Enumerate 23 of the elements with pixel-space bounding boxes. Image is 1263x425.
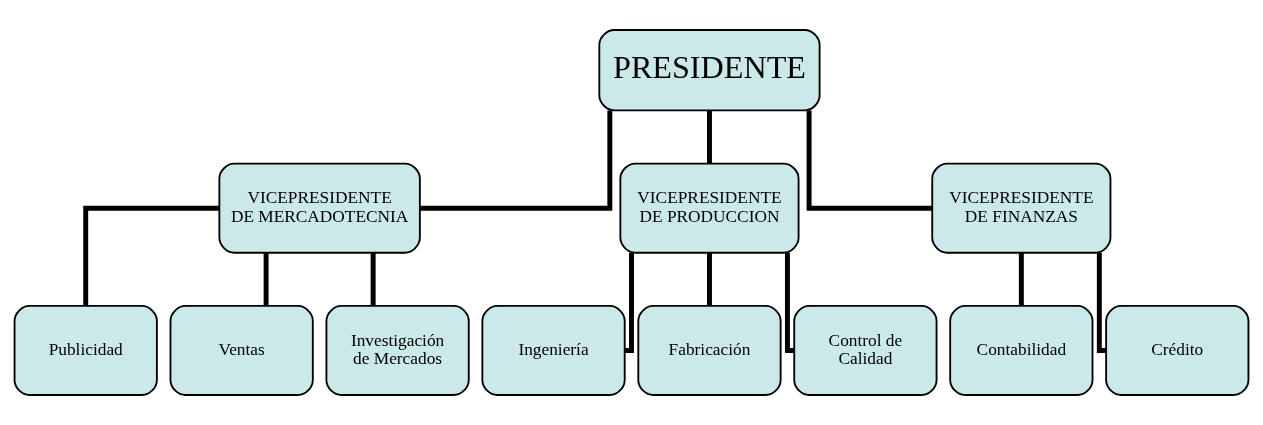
node-box: Publicidad bbox=[13, 305, 158, 396]
node-box: VICEPRESIDENTE DE MERCADOTECNIA bbox=[218, 162, 421, 254]
node-box: Control de Calidad bbox=[793, 305, 938, 396]
node-box: PRESIDENTE bbox=[598, 29, 821, 112]
node-box: Ingeniería bbox=[481, 305, 626, 396]
connector bbox=[624, 252, 634, 353]
connector bbox=[370, 252, 376, 306]
node-box: Investigación de Mercados bbox=[325, 305, 470, 396]
connector bbox=[784, 252, 795, 353]
node-box: Fabricación bbox=[637, 305, 782, 396]
node-box: VICEPRESIDENTE DE PRODUCCION bbox=[619, 162, 800, 254]
node-box: Crédito bbox=[1105, 305, 1250, 396]
connector bbox=[1018, 252, 1024, 306]
connector bbox=[707, 110, 712, 164]
node-box: Contabilidad bbox=[949, 305, 1094, 396]
connector bbox=[263, 252, 269, 306]
connector bbox=[83, 205, 220, 306]
connector bbox=[1096, 252, 1106, 353]
node-box: Ventas bbox=[169, 305, 314, 396]
connector bbox=[419, 110, 613, 211]
connector bbox=[707, 252, 712, 306]
node-box: VICEPRESIDENTE DE FINANZAS bbox=[931, 162, 1112, 254]
connector bbox=[806, 110, 932, 211]
